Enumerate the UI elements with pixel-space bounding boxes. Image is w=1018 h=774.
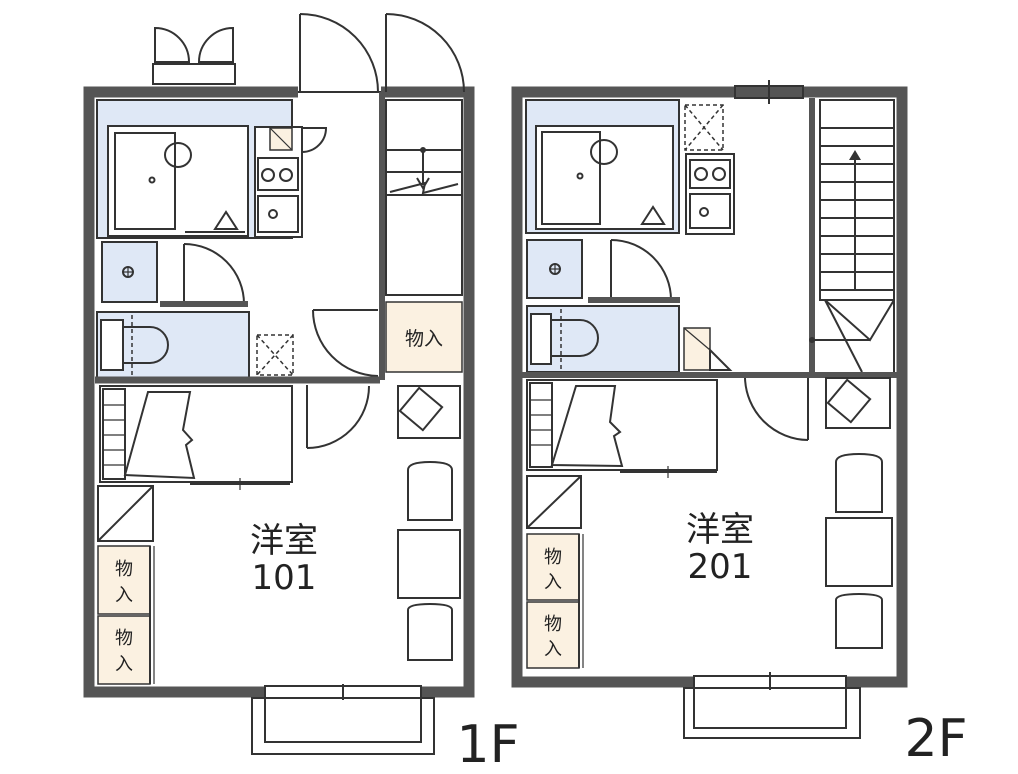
bed-area-1f <box>99 385 293 490</box>
room-name-1f: 洋室 <box>250 521 318 561</box>
stairs-2f <box>809 98 895 376</box>
room-number-2f: 201 <box>688 547 753 587</box>
storage-label-1: 物入 <box>405 328 443 350</box>
closets-left-1f: 物 入 物 入 <box>97 485 155 685</box>
toilet-2f <box>526 305 733 373</box>
bed-area-2f <box>526 379 718 478</box>
storage-label-3b: 入 <box>115 654 133 675</box>
storage-label-5a: 物 <box>544 614 562 635</box>
top-window-2f <box>734 80 804 104</box>
room-door-1f <box>306 385 370 449</box>
storage-label-4a: 物 <box>544 547 562 568</box>
stairs-1f <box>379 92 463 380</box>
balcony-1f <box>251 684 435 755</box>
furniture-1f <box>397 385 461 661</box>
toilet-1f <box>96 309 379 379</box>
closet-top-1f: 物入 <box>385 301 463 373</box>
room-number-1f: 101 <box>252 558 317 598</box>
washroom-1f <box>101 241 248 307</box>
closets-left-2f: 物 入 物 入 <box>526 475 584 669</box>
storage-label-4b: 入 <box>544 572 562 593</box>
floor-label-1f: 1F <box>457 715 520 774</box>
bathroom-2f <box>525 99 680 234</box>
entrance-door-1f <box>299 13 465 93</box>
room-door-2f <box>744 377 809 441</box>
floor-2f: 物 入 物 入 洋室 201 2F <box>511 80 968 769</box>
storage-label-2a: 物 <box>115 559 133 580</box>
furniture-2f <box>825 377 893 649</box>
balcony-2f <box>683 672 861 739</box>
room-name-2f: 洋室 <box>686 510 754 550</box>
kitchen-2f <box>684 104 735 235</box>
storage-label-2b: 入 <box>115 585 133 606</box>
storage-label-5b: 入 <box>544 639 562 660</box>
top-window-1f <box>152 26 236 85</box>
washroom-2f <box>526 239 680 303</box>
kitchen-1f <box>254 126 328 238</box>
floor-label-2f: 2F <box>905 709 968 769</box>
storage-label-3a: 物 <box>115 628 133 649</box>
floor-1f: 物入 <box>83 13 520 774</box>
